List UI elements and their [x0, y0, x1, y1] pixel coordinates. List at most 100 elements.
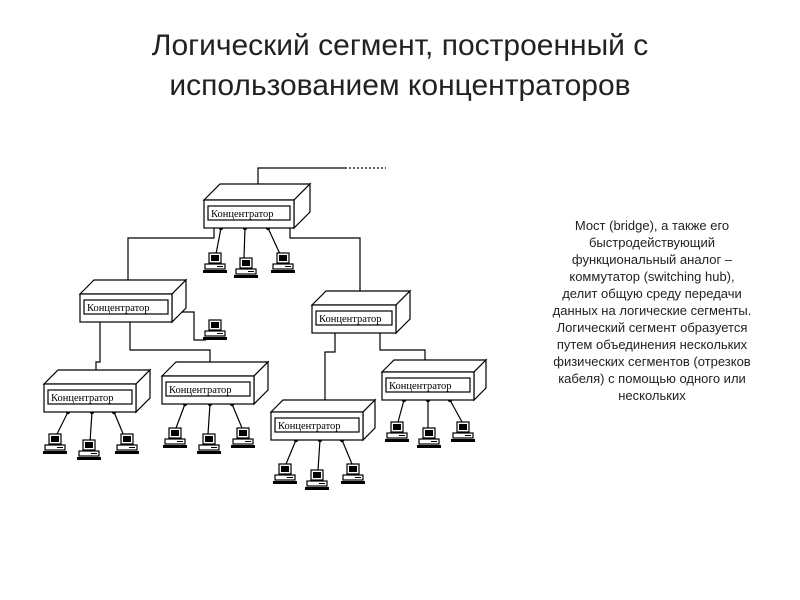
hub-top-face — [42, 369, 152, 385]
hub-box: Концентратор — [42, 368, 152, 414]
description-line: нескольких — [618, 388, 686, 403]
workstation-icon — [43, 433, 67, 454]
description-line: делит общую среду передачи — [562, 286, 742, 301]
cable-layer — [55, 167, 463, 471]
hub-label-box — [47, 389, 133, 405]
network-cable — [243, 227, 246, 259]
screen-icon — [349, 466, 357, 472]
workstation-icon — [451, 421, 475, 442]
hub-layer: КонцентраторКонцентраторКонцентраторКонц… — [42, 182, 488, 442]
system-unit-icon — [418, 438, 440, 445]
workstation-icon — [305, 469, 329, 490]
screen-icon — [393, 424, 401, 430]
slide-title-line-1: Логический сегмент, построенный с — [151, 29, 649, 62]
workstation-icon — [234, 257, 258, 278]
screen-icon — [85, 442, 93, 448]
hub-label: Концентратор — [211, 209, 274, 220]
screen-icon — [123, 436, 131, 442]
system-unit-icon — [78, 450, 100, 457]
network-cable — [449, 399, 463, 423]
keyboard-icon — [203, 337, 227, 340]
screen-icon — [459, 424, 467, 430]
screen-icon — [242, 260, 250, 266]
hub-top-face — [160, 361, 270, 377]
network-cable — [113, 411, 125, 437]
description-line: функциональный аналог – — [571, 252, 733, 267]
screen-icon — [51, 436, 59, 442]
hub-top-face — [380, 359, 488, 373]
system-unit-icon — [452, 432, 474, 439]
screen-icon — [281, 466, 289, 472]
workstation-icon — [197, 433, 221, 454]
hub-top-face — [310, 290, 412, 306]
network-cable — [267, 227, 281, 255]
network-cable — [215, 227, 222, 255]
workstation-icon — [417, 427, 441, 448]
hub-box: Концентратор — [310, 289, 412, 335]
network-cable — [285, 439, 297, 465]
system-unit-icon — [274, 474, 296, 481]
hub-box: Концентратор — [202, 182, 312, 230]
system-unit-icon — [342, 474, 364, 481]
workstation-icon — [163, 427, 187, 448]
hub-label-box — [315, 310, 393, 326]
description-line: данных на логические сегменты. — [552, 303, 752, 318]
hub-label-box — [165, 381, 251, 397]
hub-box: Концентратор — [380, 358, 488, 402]
workstation-layer — [43, 252, 475, 490]
system-unit-icon — [306, 480, 328, 487]
system-unit-icon — [272, 263, 294, 270]
system-unit-icon — [204, 330, 226, 337]
hub-box: Концентратор — [78, 278, 188, 324]
network-cable — [289, 228, 361, 304]
hub-box: Концентратор — [160, 360, 270, 406]
keyboard-icon — [385, 439, 409, 442]
description-text: Мост (bridge), а также его быстродейству… — [521, 217, 783, 404]
system-unit-icon — [235, 268, 257, 275]
hub-top-face — [78, 279, 188, 295]
keyboard-icon — [231, 445, 255, 448]
description-line: Мост (bridge), а также его — [574, 218, 730, 233]
screen-icon — [279, 255, 287, 261]
workstation-icon — [273, 463, 297, 484]
hub-top-face — [269, 399, 377, 413]
hub-label: Концентратор — [389, 381, 452, 392]
workstation-icon — [203, 319, 227, 340]
keyboard-icon — [341, 481, 365, 484]
hub-label: Концентратор — [319, 314, 382, 325]
keyboard-icon — [203, 270, 227, 273]
workstation-icon — [341, 463, 365, 484]
hub-label: Концентратор — [169, 385, 232, 396]
keyboard-icon — [451, 439, 475, 442]
hub-label-box — [274, 417, 360, 433]
network-cable — [231, 403, 243, 429]
keyboard-icon — [273, 481, 297, 484]
system-unit-icon — [198, 444, 220, 451]
keyboard-icon — [417, 445, 441, 448]
system-unit-icon — [386, 432, 408, 439]
screen-icon — [211, 255, 219, 261]
workstation-icon — [271, 252, 295, 273]
hub-label: Концентратор — [87, 303, 150, 314]
workstation-icon — [231, 427, 255, 448]
hub-box: Концентратор — [269, 398, 377, 442]
description-line: коммутатор (switching hub), — [569, 269, 735, 284]
screen-icon — [313, 472, 321, 478]
system-unit-icon — [116, 444, 138, 451]
network-cable — [127, 228, 215, 293]
network-cable — [207, 403, 211, 435]
hub-top-face — [202, 183, 312, 201]
network-cable — [172, 311, 206, 341]
description-line: путем объединения нескольких — [556, 337, 748, 352]
network-cable — [55, 411, 69, 437]
workstation-icon — [77, 439, 101, 460]
screen-icon — [425, 430, 433, 436]
description-line: быстродействующий — [588, 235, 716, 250]
network-cable — [175, 403, 186, 429]
screen-icon — [205, 436, 213, 442]
screen-icon — [171, 430, 179, 436]
slide-title: Логический сегмент, построенный с исполь… — [40, 26, 760, 106]
screen-icon — [211, 322, 219, 328]
network-cable — [317, 439, 321, 471]
